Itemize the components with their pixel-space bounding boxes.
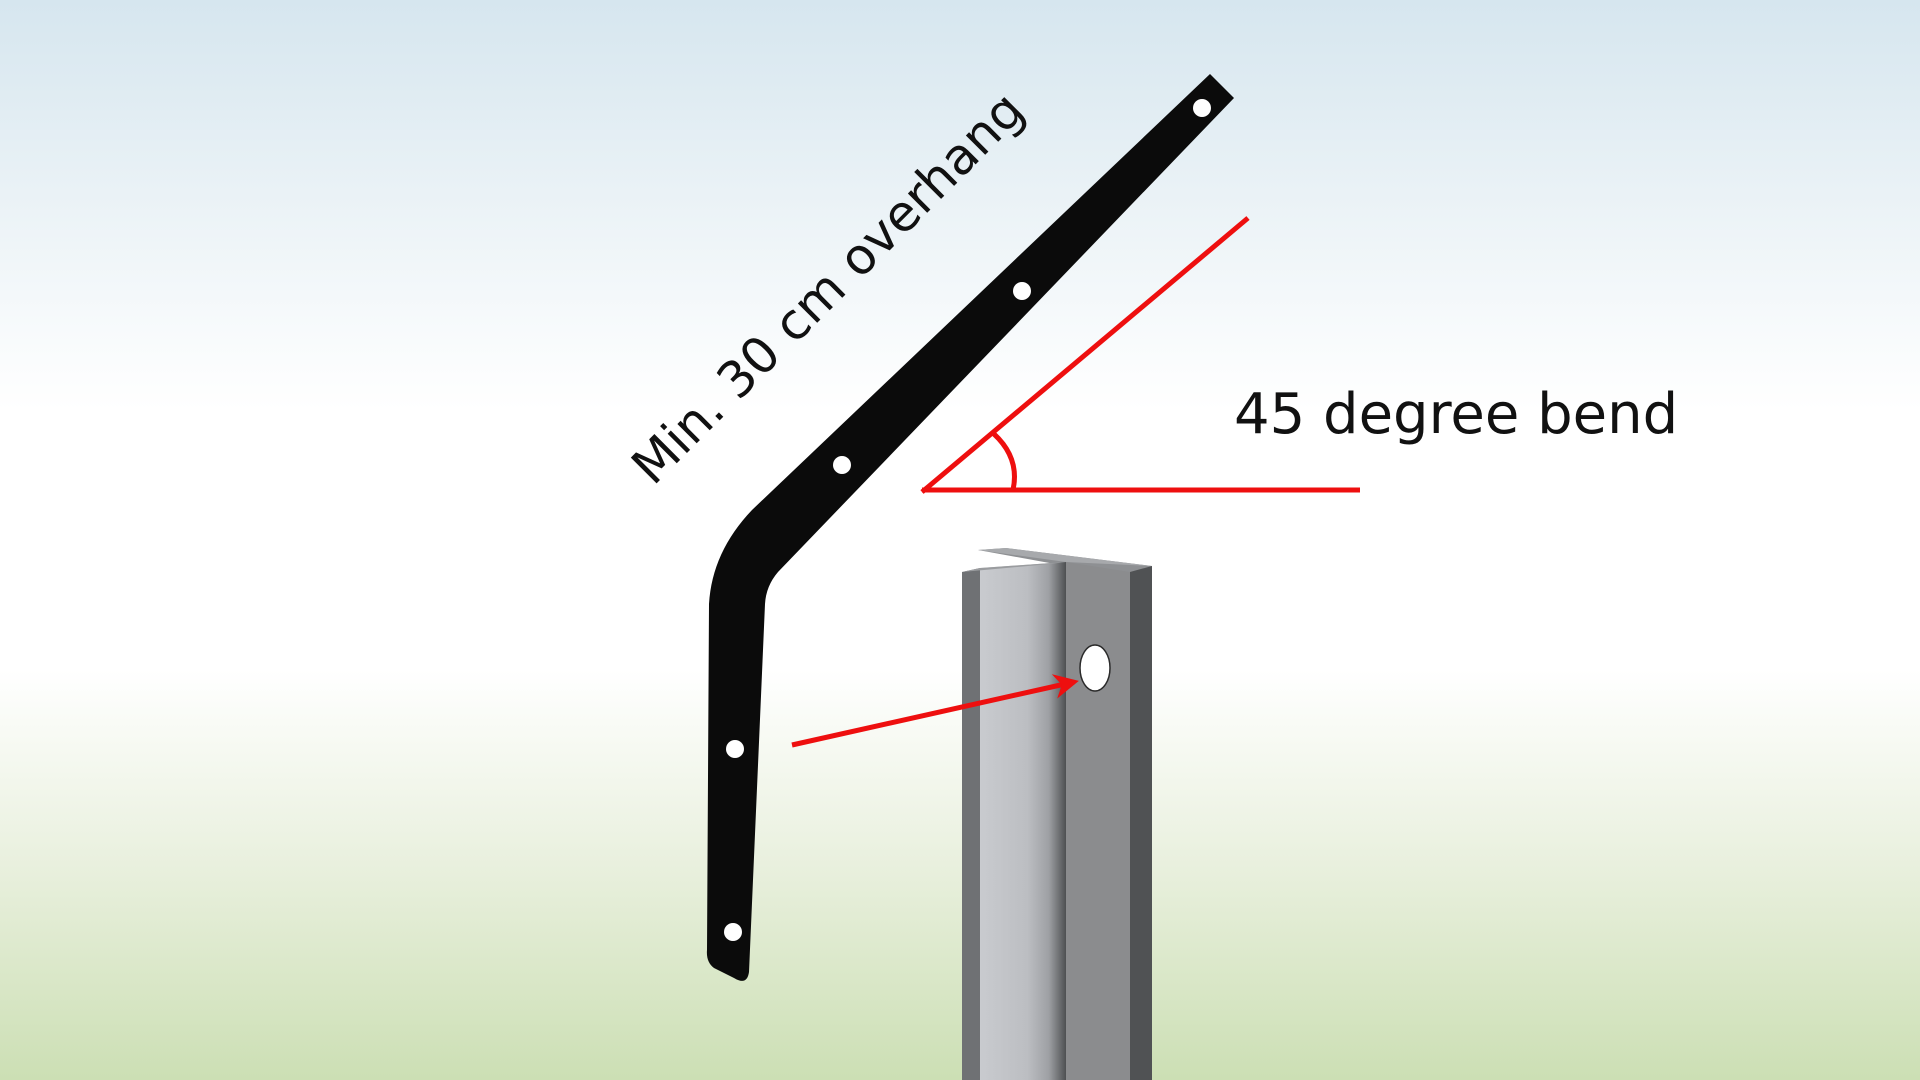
post-web-face: [1066, 562, 1130, 1080]
post-bolt-hole: [1079, 644, 1111, 692]
bracket-hole-1: [1193, 99, 1211, 117]
post-right-edge: [1130, 566, 1152, 1080]
bracket-hole-3: [833, 456, 851, 474]
bracket-hole-2: [1013, 282, 1031, 300]
overhang-label: Min. 30 cm overhang: [621, 81, 1036, 496]
post-left-edge: [962, 568, 980, 1080]
steel-post: [962, 548, 1152, 1080]
bent-bracket: [706, 74, 1234, 981]
angle-diagonal-line: [920, 216, 1250, 494]
alignment-arrow: [791, 674, 1079, 748]
post-left-flange: [980, 562, 1066, 1080]
post-left-flange-top: [962, 562, 1066, 572]
angle-arc: [992, 432, 1017, 491]
bracket-hole-5: [724, 923, 742, 941]
bend-label: 45 degree bend: [1234, 382, 1678, 447]
bracket-body: [706, 74, 1234, 981]
angle-guide: [920, 216, 1360, 494]
post-top-ridge: [978, 548, 1152, 566]
bracket-hole-4: [726, 740, 744, 758]
